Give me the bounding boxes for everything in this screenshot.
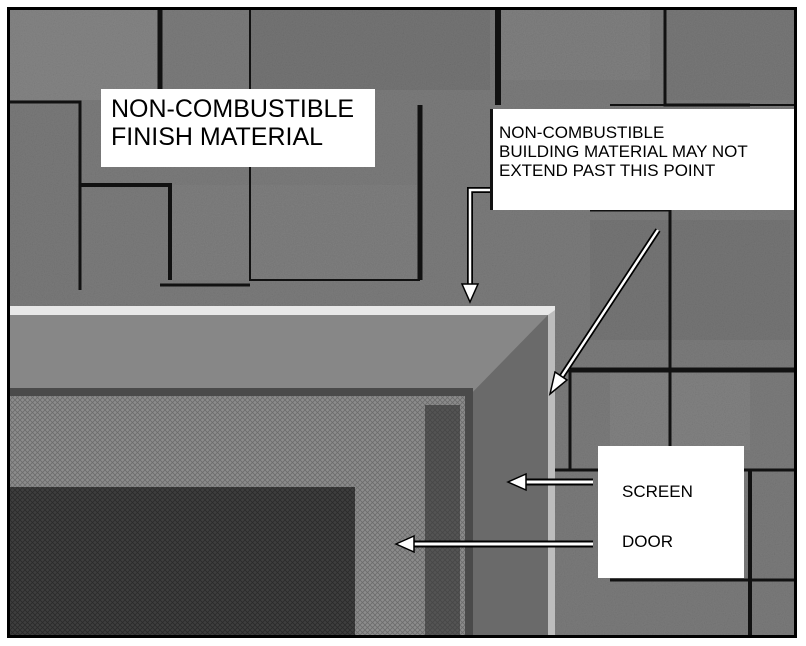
screen-label: SCREEN: [622, 482, 693, 501]
building-limit-line-3: EXTEND PAST THIS POINT: [499, 161, 797, 180]
finish-material-line-1: NON-COMBUSTIBLE: [111, 95, 375, 123]
building-limit-label: NON-COMBUSTIBLE BUILDING MATERIAL MAY NO…: [490, 109, 797, 210]
parts-label-box: SCREEN DOOR: [598, 446, 744, 578]
building-limit-line-2: BUILDING MATERIAL MAY NOT: [499, 142, 797, 161]
photo-frame: NON-COMBUSTIBLE FINISH MATERIAL NON-COMB…: [7, 7, 797, 638]
finish-material-line-2: FINISH MATERIAL: [111, 123, 375, 151]
building-limit-line-1: NON-COMBUSTIBLE: [499, 123, 797, 142]
door-label: DOOR: [622, 532, 673, 551]
finish-material-label: NON-COMBUSTIBLE FINISH MATERIAL: [101, 89, 375, 167]
fireplace-unit: [10, 306, 555, 635]
